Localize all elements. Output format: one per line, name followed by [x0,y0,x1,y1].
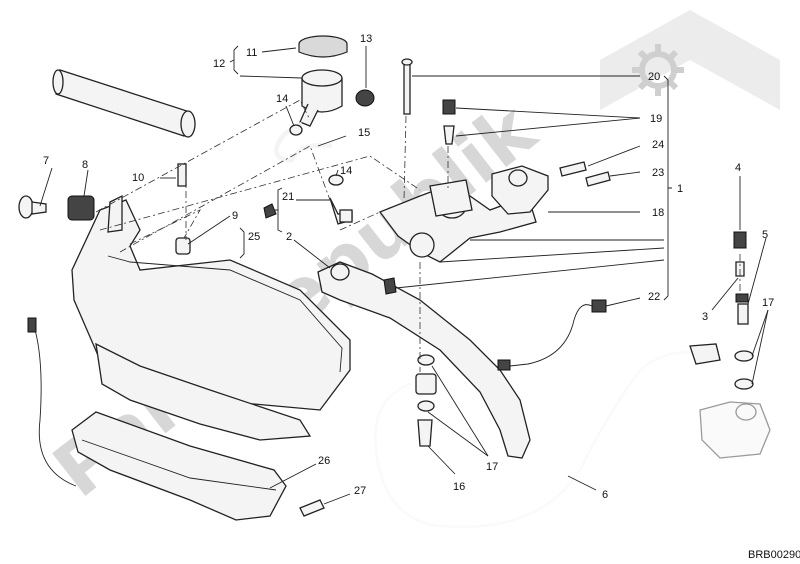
callout-10: 10 [132,172,144,184]
union-fitting [735,293,749,325]
callout-12: 12 [213,58,225,70]
callout-1: 1 [677,183,683,195]
callout-19: 19 [650,113,662,125]
bar-end-weight [67,195,95,221]
reservoir-hose [275,123,333,161]
callout-2: 2 [286,231,292,243]
callout-16: 16 [453,481,465,493]
callout-3: 3 [702,311,708,323]
bleed-screw [442,99,456,145]
gear-icon [600,10,780,110]
leader-lines [39,45,769,505]
washer [417,350,754,412]
callout-23: 23 [652,167,664,179]
screw-27 [299,499,325,517]
callout-14b: 14 [340,165,352,177]
spacer-9 [175,237,191,255]
clutch-lever [317,261,531,459]
callout-13: 13 [360,33,372,45]
fluid-reservoir [298,35,348,127]
screw [559,161,611,187]
long-bolt [401,58,413,115]
wire-connector [27,317,37,333]
switch-plug [591,299,607,313]
lever-pin [383,277,397,295]
callout-20: 20 [648,71,660,83]
callout-6: 6 [602,489,608,501]
callout-21: 21 [282,191,294,203]
callout-24: 24 [652,139,664,151]
switch-body [497,359,511,371]
callout-26: 26 [318,455,330,467]
callout-9: 9 [232,210,238,222]
callout-11: 11 [246,47,257,59]
callout-17a: 17 [762,297,774,309]
banjo-fitting [415,373,437,447]
construction-lines [95,99,741,372]
lower-cover [71,411,287,521]
drawing-code: BRB00290 [748,549,800,561]
slave-cylinder [699,401,771,459]
clutch-master-cylinder [378,165,549,263]
callout-7: 7 [43,155,49,167]
switch-wire [33,325,77,487]
callout-18: 18 [652,207,664,219]
hose-clamp [289,124,344,186]
handguard [71,194,351,441]
callout-22: 22 [648,291,660,303]
handlebar-grip [52,69,196,138]
callout-4: 4 [735,162,741,174]
screw-10 [177,163,187,187]
callout-17b: 17 [486,461,498,473]
end-cap-screw [18,195,47,219]
clutch-switch-wire [509,304,593,367]
hose-end-fitting [689,343,721,365]
callout-5: 5 [762,229,768,241]
banjo-bolt-21 [329,197,353,225]
grommet [355,89,375,107]
callout-labels: 11 12 13 14 15 14 7 8 10 9 25 2 21 20 19… [43,33,774,501]
callout-14a: 14 [276,93,288,105]
callout-27: 27 [354,485,366,497]
callout-8: 8 [82,159,88,171]
callout-25: 25 [248,231,260,243]
callout-15: 15 [358,127,370,139]
clip-14 [263,203,277,219]
